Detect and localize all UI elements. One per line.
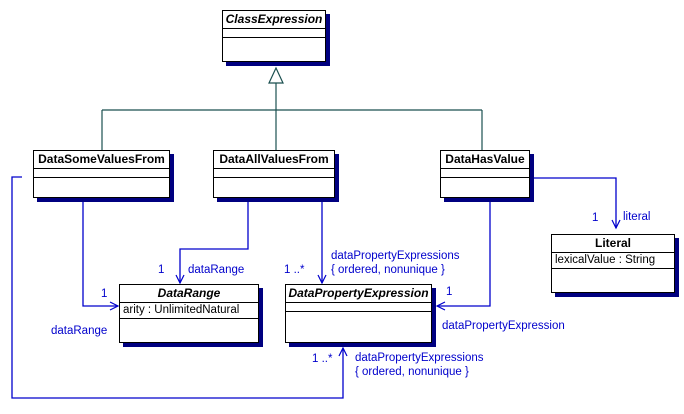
assoc-datahasvalue-literal [530, 177, 621, 230]
class-name-classexpression: ClassExpression [223, 11, 325, 29]
class-name-literal: Literal [552, 235, 674, 253]
class-attributes-datasomevaluesfrom [34, 169, 169, 178]
class-name-datapropertyexpression: DataPropertyExpression [286, 285, 431, 303]
class-name-datasomevaluesfrom: DataSomeValuesFrom [34, 151, 169, 169]
role-datarange-top: dataRange [188, 264, 245, 276]
class-box-datarange[interactable]: DataRange arity : UnlimitedNatural [119, 284, 259, 343]
class-name-datarange: DataRange [120, 285, 258, 303]
class-box-datapropertyexpression[interactable]: DataPropertyExpression [285, 284, 432, 343]
role-dpe-top: dataPropertyExpressions [331, 250, 460, 262]
role-dpe-bottom: dataPropertyExpressions [355, 352, 484, 364]
class-attribute-lexicalvalue: lexicalValue : String [552, 253, 674, 269]
role-datarange-left: dataRange [51, 325, 108, 337]
generalization-tree [101, 82, 483, 150]
class-box-literal[interactable]: Literal lexicalValue : String [551, 234, 675, 293]
class-box-dataallvaluesfrom[interactable]: DataAllValuesFrom [213, 150, 335, 198]
role-literal: literal [623, 211, 651, 223]
multiplicity-datarange-left: 1 [101, 288, 108, 300]
class-box-datahasvalue[interactable]: DataHasValue [440, 150, 530, 198]
role-dpe-right: dataPropertyExpression [442, 320, 565, 332]
class-name-dataallvaluesfrom: DataAllValuesFrom [214, 151, 334, 169]
class-attributes-datahasvalue [441, 169, 529, 178]
class-name-datahasvalue: DataHasValue [441, 151, 529, 169]
multiplicity-dpe-bottom: 1 ..* [312, 353, 333, 365]
class-box-classexpression[interactable]: ClassExpression [222, 10, 326, 62]
multiplicity-dpe-right: 1 [446, 286, 453, 298]
class-attribute-arity: arity : UnlimitedNatural [120, 303, 258, 319]
class-box-datasomevaluesfrom[interactable]: DataSomeValuesFrom [33, 150, 170, 198]
constraint-dpe-bottom: { ordered, nonunique } [355, 366, 469, 378]
class-attributes-classexpression [223, 29, 325, 38]
class-attributes-dataallvaluesfrom [214, 169, 334, 178]
class-attributes-datapropertyexpression [286, 303, 431, 312]
inheritance-triangle-icon [268, 66, 284, 84]
multiplicity-dpe-top: 1 ..* [284, 264, 305, 276]
multiplicity-datarange-top: 1 [158, 264, 165, 276]
multiplicity-literal: 1 [592, 212, 599, 224]
constraint-dpe-top: { ordered, nonunique } [331, 264, 445, 276]
